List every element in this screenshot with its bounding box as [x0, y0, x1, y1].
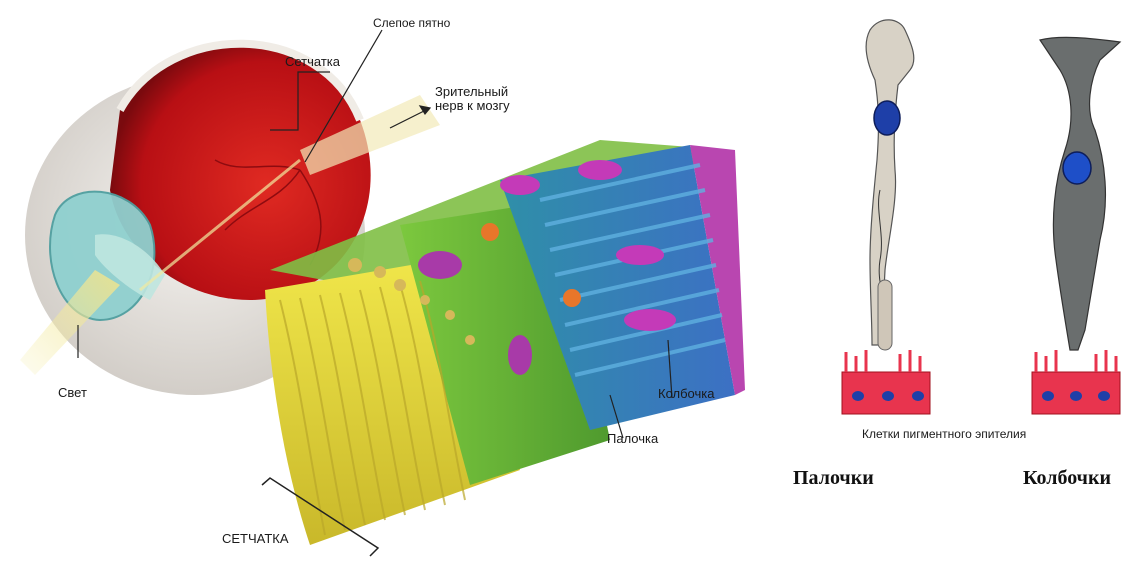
- label-optic-nerve-2: нерв к мозгу: [435, 99, 510, 113]
- cone-cell: [1040, 37, 1120, 350]
- label-retina-caps: СЕТЧАТКА: [222, 532, 289, 546]
- caption-rods: Палочки: [793, 467, 874, 490]
- label-retina: Сетчатка: [285, 55, 340, 69]
- label-pigment-epithelium: Клетки пигментного эпителия: [862, 427, 1026, 441]
- pigment-epithelium-rods: [842, 350, 930, 414]
- pigment-epithelium-cones: [1032, 350, 1120, 414]
- label-cone: Колбочка: [658, 387, 714, 401]
- label-light: Свет: [58, 386, 87, 400]
- rod-cell: [866, 20, 914, 350]
- label-rod: Палочка: [607, 432, 658, 446]
- label-blind-spot: Слепое пятно: [373, 16, 450, 30]
- caption-cones: Колбочки: [1023, 467, 1111, 490]
- label-optic-nerve-1: Зрительный: [435, 85, 508, 99]
